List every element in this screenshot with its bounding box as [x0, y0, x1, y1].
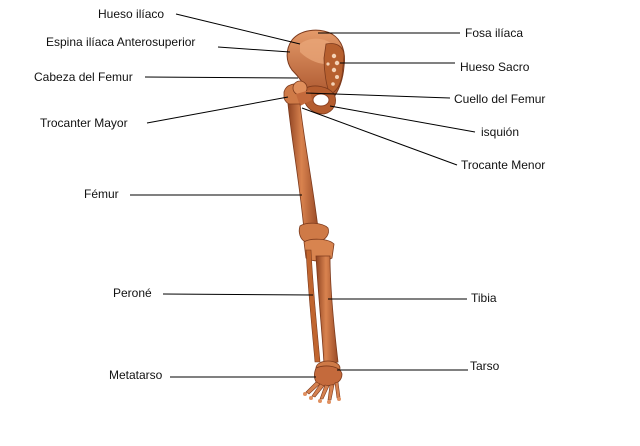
foot-illustration: [303, 365, 343, 404]
leader-cuello-femur: [305, 92, 451, 99]
label-metatarso: Metatarso: [109, 368, 163, 382]
femur-shaft-shape: [287, 103, 319, 231]
leader-lines: [130, 13, 476, 378]
label-espina-iliaca: Espina ilíaca Anterosuperior: [46, 35, 195, 49]
pelvis-illustration: [286, 29, 345, 115]
label-cuello-femur: Cuello del Femur: [454, 92, 545, 106]
label-trocanter-mayor: Trocanter Mayor: [40, 116, 128, 130]
leader-perone: [162, 293, 314, 296]
cuello-femur-shape: [296, 90, 312, 106]
obturator-foramen: [312, 93, 330, 107]
femur-illustration: [283, 80, 329, 243]
leader-trocanter-mayor: [146, 96, 289, 124]
label-hueso-iliaco: Hueso ilíaco: [98, 7, 164, 21]
sacral-foramina: [326, 53, 340, 86]
metatarso-shape: [305, 381, 341, 401]
leader-trocante-menor: [301, 107, 458, 166]
label-tarso: Tarso: [470, 359, 500, 373]
lower-leg-illustration: [303, 238, 341, 376]
label-fosa-iliaca: Fosa ilíaca: [465, 26, 523, 40]
leader-cabeza-femur: [144, 76, 299, 79]
perone-shape: [305, 249, 321, 363]
leader-espina-iliaca: [217, 46, 291, 53]
label-femur: Fémur: [84, 187, 119, 201]
right-labels: Fosa ilíaca Hueso Sacro Cuello del Femur…: [454, 26, 545, 373]
label-tibia: Tibia: [471, 291, 497, 305]
left-labels: Hueso ilíaco Espina ilíaca Anterosuperio…: [34, 7, 195, 382]
toes-shape: [303, 392, 341, 404]
label-trocante-menor: Trocante Menor: [461, 158, 545, 172]
label-perone: Peroné: [113, 286, 152, 300]
leader-hueso-iliaco: [175, 13, 301, 45]
label-isquion: isquión: [481, 125, 519, 139]
label-cabeza-femur: Cabeza del Femur: [34, 70, 133, 84]
knee-condyles-shape: [298, 222, 329, 243]
tibia-shaft-shape: [315, 255, 339, 365]
label-hueso-sacro: Hueso Sacro: [460, 60, 530, 74]
leader-isquion: [329, 105, 476, 133]
